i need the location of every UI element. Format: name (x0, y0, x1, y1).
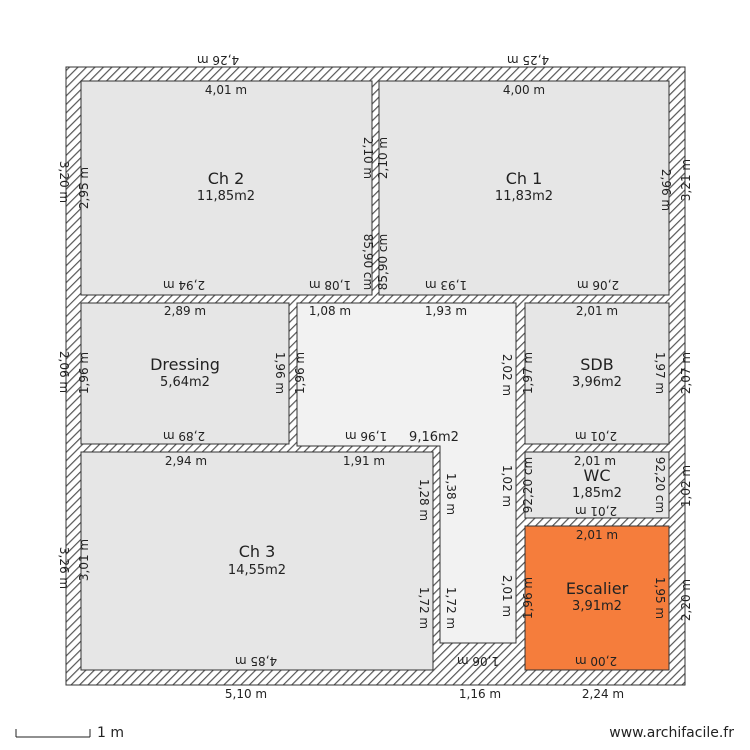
dim-ch3-right-upper: 1,28 m (417, 479, 431, 521)
dim-right-outer-bottom: 2,20 m (679, 579, 693, 621)
room-escalier (524, 525, 670, 671)
dim-wc-left: 92,20 cm (521, 457, 535, 513)
room-name-dressing: Dressing (150, 355, 220, 374)
dim-ch2-bottom: 2,94 m (163, 278, 205, 292)
dim-dressing-bottom: 2,89 m (163, 429, 205, 443)
dim-wc-right: 92,20 cm (653, 457, 667, 513)
dim-wall-mid-top: 2,10 m (361, 137, 375, 179)
dim-ch1-bottom-right: 2,06 m (577, 278, 619, 292)
dim-hall-corridor-left-lower: 1,72 m (444, 587, 458, 629)
dim-right-outer-top: 3,21 m (679, 159, 693, 201)
dim-esc-left: 1,96 m (521, 577, 535, 619)
room-name-sdb: SDB (580, 355, 613, 374)
dim-ch3-right-lower: 1,72 m (417, 587, 431, 629)
dim-hall-corridor-bottom: 1,06 m (457, 654, 499, 668)
dim-dressing-top: 2,89 m (164, 304, 206, 318)
dim-wall-gap-bottom: 1,08 m (309, 278, 351, 292)
dim-wc-bottom: 2,01 m (575, 504, 617, 518)
dim-hall-corridor-right-lower: 2,01 m (500, 575, 514, 617)
dim-wall-mid-cm-a: 85,90 cm (361, 234, 375, 290)
room-hallway (296, 302, 517, 644)
room-name-ch3: Ch 3 (239, 542, 276, 561)
dim-hall-corridor-right-upper: 1,02 m (500, 465, 514, 507)
dim-hall-corridor-left-upper: 1,38 m (444, 473, 458, 515)
room-dressing (80, 302, 290, 445)
dim-hall-mid-width: 1,91 m (343, 454, 385, 468)
room-sdb (524, 302, 670, 445)
dim-sdb-bottom: 2,01 m (575, 429, 617, 443)
room-name-ch1: Ch 1 (506, 169, 543, 188)
room-ch3 (80, 451, 434, 671)
room-name-escalier: Escalier (566, 579, 629, 598)
dim-left-outer-top: 3,20 m (57, 161, 71, 203)
room-name-ch2: Ch 2 (208, 169, 245, 188)
dim-hall-top-right: 1,93 m (425, 304, 467, 318)
dim-dressing-left: 1,96 m (77, 352, 91, 394)
dim-esc-right: 1,95 m (653, 577, 667, 619)
room-area-escalier: 3,91m2 (572, 599, 622, 614)
dim-hall-left: 1,96 m (293, 352, 307, 394)
dim-bottom-outer-right: 2,24 m (582, 687, 624, 701)
dim-ch1-top: 4,00 m (503, 83, 545, 97)
dim-bottom-outer-mid: 1,16 m (459, 687, 501, 701)
dim-top-outer-left: 4,26 m (197, 53, 239, 67)
room-name-wc: WC (584, 466, 611, 485)
room-ch2 (80, 80, 373, 296)
room-wc (524, 451, 670, 519)
room-area-ch2: 11,85m2 (197, 189, 255, 204)
dim-ch2-left: 2,95 m (77, 167, 91, 209)
dim-ch1-right: 2,96 m (659, 169, 673, 211)
dim-hall-bottom-left: 1,96 m (345, 429, 387, 443)
scale-bar-label: 1 m (97, 725, 124, 741)
dim-right-outer-mid: 2,07 m (679, 352, 693, 394)
dim-sdb-left: 1,97 m (521, 352, 535, 394)
dim-wall-mid-top2: 2,10 m (376, 137, 390, 179)
dim-ch3-left: 3,01 m (77, 539, 91, 581)
dim-ch3-bottom: 4,85 m (235, 654, 277, 668)
dim-bottom-outer-left: 5,10 m (225, 687, 267, 701)
dim-wall-mid-cm-b: 85,90 cm (376, 234, 390, 290)
dim-ch3-top: 2,94 m (165, 454, 207, 468)
dim-left-outer-mid: 2,06 m (57, 351, 71, 393)
dim-right-outer-wc: 1,02 m (679, 465, 693, 507)
dim-sdb-right: 1,97 m (653, 352, 667, 394)
dim-ch2-top: 4,01 m (205, 83, 247, 97)
dim-top-outer-right: 4,25 m (507, 53, 549, 67)
dim-left-outer-bottom: 3,26 m (57, 547, 71, 589)
room-area-wc: 1,85m2 (572, 486, 622, 501)
room-area-ch1: 11,83m2 (495, 189, 553, 204)
room-area-ch3: 14,55m2 (228, 563, 286, 578)
room-area-sdb: 3,96m2 (572, 375, 622, 390)
room-ch1 (378, 80, 670, 296)
dim-esc-top: 2,01 m (576, 528, 618, 542)
scale-bar (15, 729, 91, 738)
dim-dressing-right: 1,96 m (273, 352, 287, 394)
dim-esc-bottom: 2,00 m (575, 654, 617, 668)
credit-link[interactable]: www.archifacile.fr (609, 725, 734, 741)
dim-hall-top-left: 1,08 m (309, 304, 351, 318)
dim-ch1-bottom-left: 1,93 m (425, 278, 467, 292)
dim-wc-top: 2,01 m (574, 454, 616, 468)
room-area-dressing: 5,64m2 (160, 375, 210, 390)
dim-sdb-top: 2,01 m (576, 304, 618, 318)
room-area-hallway: 9,16m2 (409, 430, 459, 445)
dim-hall-right: 2,02 m (500, 354, 514, 396)
